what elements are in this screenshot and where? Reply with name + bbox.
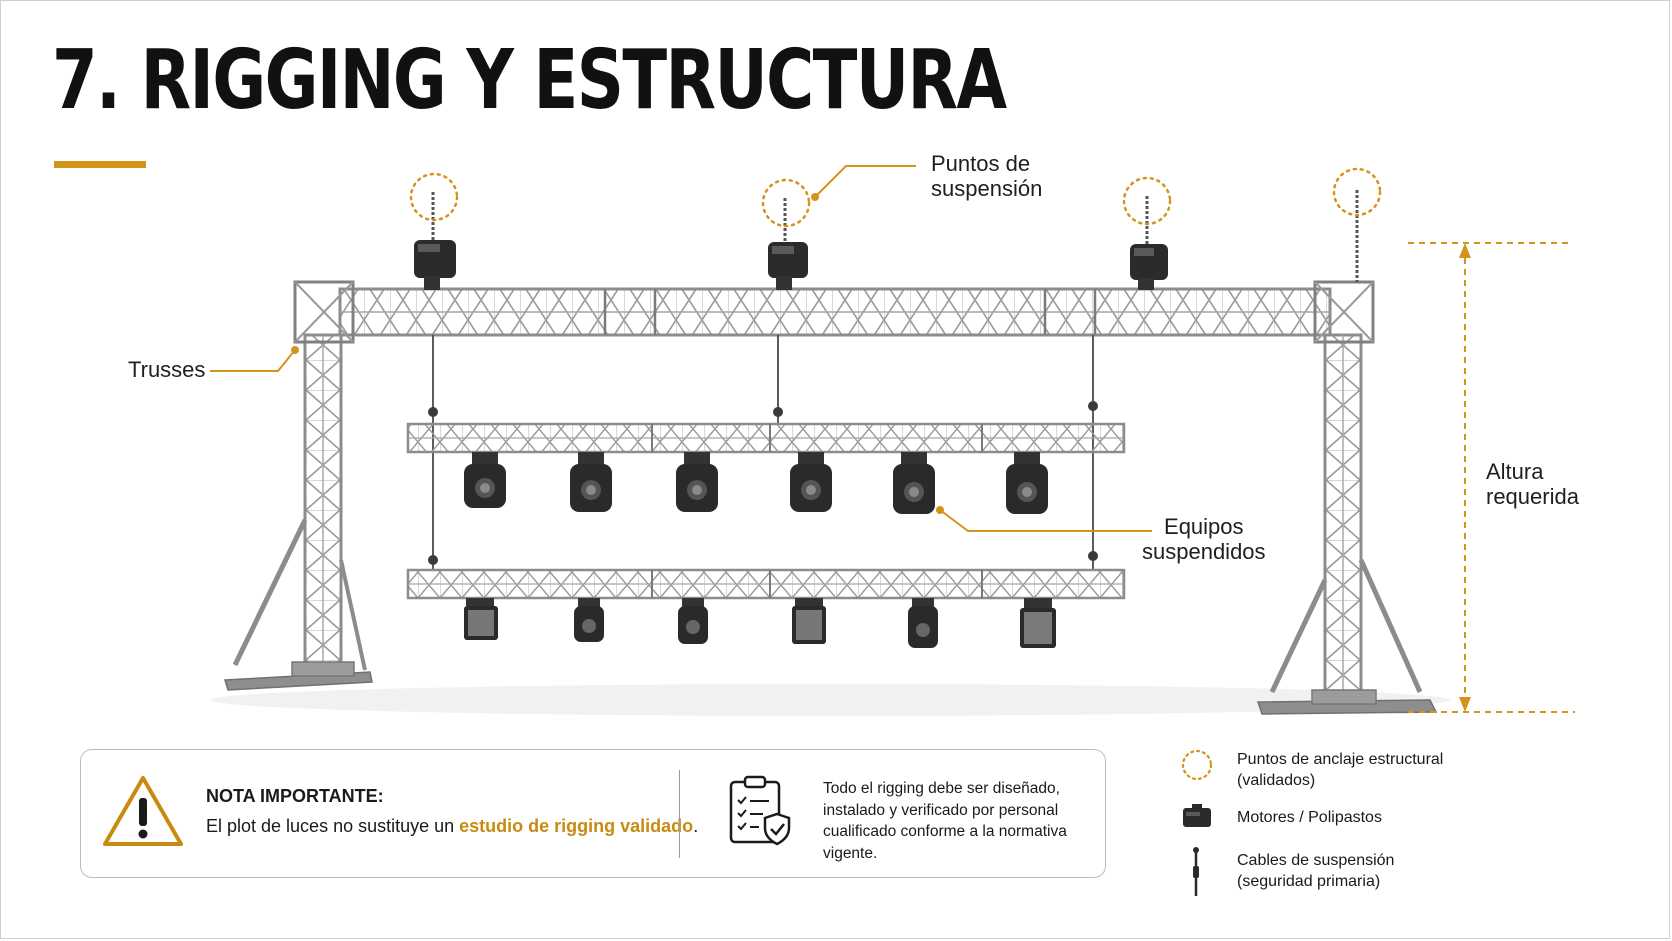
height-dimension: [1408, 242, 1575, 713]
bottom-fixtures: [464, 598, 1056, 648]
fixture-head-2: [678, 598, 708, 644]
fixture-panel-2: [792, 598, 826, 644]
bottom-truss: [406, 568, 1126, 600]
callout-suspension-points: [811, 165, 916, 201]
top-truss: [293, 280, 1375, 344]
fixture-mh-5: [893, 452, 935, 514]
moving-head-fixtures: [464, 452, 1048, 514]
fixture-mh-6: [1006, 452, 1048, 514]
left-tower: [224, 333, 373, 691]
note-text-after: .: [693, 816, 699, 836]
fixture-mh-3: [676, 452, 718, 512]
cable-icon: [1193, 847, 1199, 896]
suspension-points: [409, 167, 1382, 228]
page-title: 7. RIGGING Y ESTRUCTURA: [52, 33, 1007, 128]
rigging-requirement-text: Todo el rigging debe ser diseñado, insta…: [823, 780, 1067, 862]
motor-icon: [1183, 804, 1211, 827]
note-highlight: estudio de rigging validado: [459, 816, 694, 836]
fixture-head-1: [574, 598, 604, 642]
callout-trusses: [210, 346, 299, 372]
legend-item-cables: Cables de suspensión(seguridad primaria): [1237, 852, 1395, 890]
callout-suspended-equipment: [936, 506, 1152, 532]
note-text: El plot de luces no sustituye un estudio…: [206, 816, 698, 837]
motor-1: [414, 240, 456, 290]
note-text-before: El plot de luces no sustituye un: [206, 816, 460, 836]
fixture-panel-1: [464, 598, 498, 640]
note-divider: [679, 770, 680, 858]
floor-shadow: [210, 684, 1450, 716]
label-trusses: Trusses: [128, 357, 206, 382]
clipboard-check-icon: [729, 775, 791, 846]
suspension-chains: [431, 190, 1359, 282]
motor-2: [768, 242, 808, 290]
right-tower: [1256, 333, 1438, 715]
title-underline: [54, 161, 146, 168]
middle-truss: [406, 422, 1126, 454]
legend-item-anchor-points: Puntos de anclaje estructural(validados): [1237, 751, 1444, 789]
fixture-panel-3: [1020, 598, 1056, 648]
note-title: NOTA IMPORTANTE:: [206, 786, 384, 806]
fixture-mh-1: [464, 452, 506, 508]
motors: [414, 240, 1168, 290]
warning-icon: [103, 776, 183, 846]
dotted-circle-icon: [1181, 749, 1213, 781]
motor-3: [1130, 244, 1168, 290]
fixture-head-3: [908, 598, 938, 648]
legend-item-motors: Motores / Polipastos: [1237, 809, 1382, 826]
important-note-box: NOTA IMPORTANTE: El plot de luces no sus…: [80, 749, 1106, 878]
fixture-mh-4: [790, 452, 832, 512]
fixture-mh-2: [570, 452, 612, 512]
